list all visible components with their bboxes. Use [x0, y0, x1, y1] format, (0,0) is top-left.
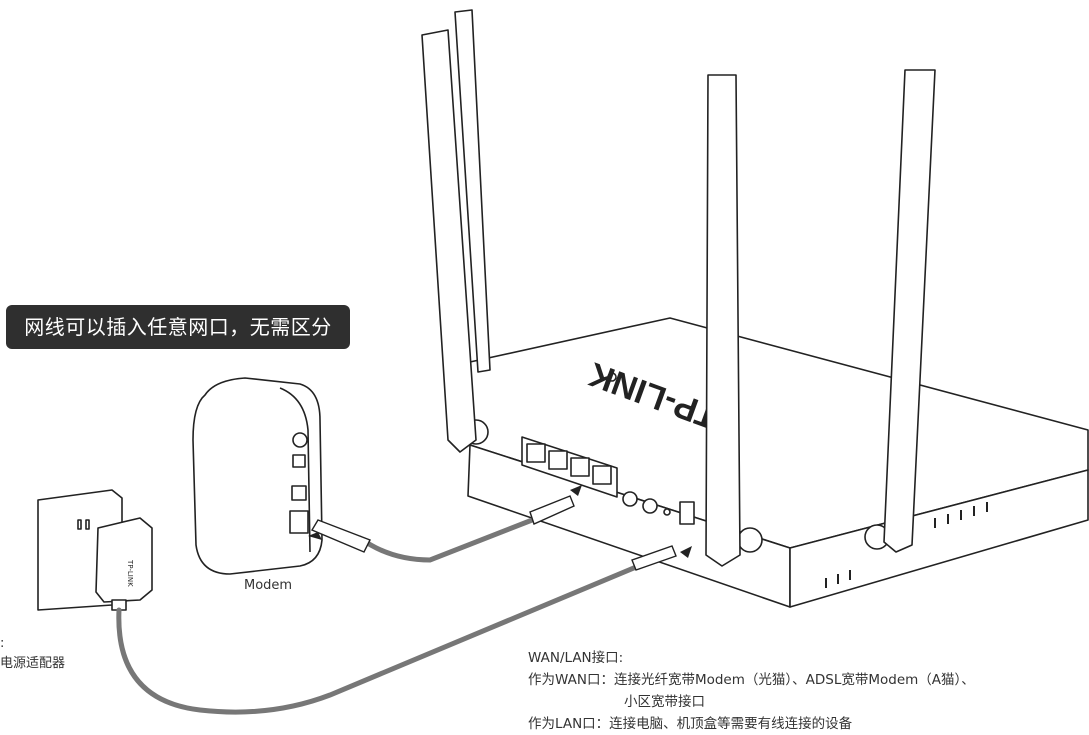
turbo-button	[642, 498, 658, 514]
adapter-note-line2: 电源适配器	[0, 656, 66, 671]
antenna-4	[883, 69, 936, 553]
router-ports	[521, 436, 618, 498]
modem-label: Modem	[244, 578, 293, 593]
wan-usage-line: 作为WAN口：连接光纤宽带Modem（光猫）、ADSL宽带Modem（A猫）、	[528, 672, 975, 688]
wan-lan-info: WAN/LAN接口: 作为WAN口：连接光纤宽带Modem（光猫）、ADSL宽带…	[528, 647, 975, 735]
wan-lan-title: WAN/LAN接口:	[528, 650, 624, 666]
wan-usage-line-cont: 小区宽带接口	[624, 694, 705, 710]
antenna-1	[421, 29, 477, 453]
lan-usage-line: 作为LAN口：连接电脑、机顶盒等需要有线连接的设备	[528, 716, 853, 732]
modem	[192, 377, 323, 575]
svg-text:TP-LINK: TP-LINK	[126, 559, 134, 587]
antenna-2	[454, 9, 491, 373]
power-adapter: TP-LINK	[95, 517, 153, 611]
power-jack	[679, 501, 695, 525]
adapter-note-line1: :	[0, 636, 5, 651]
callout-banner: 网线可以插入任意网口，无需区分	[6, 305, 350, 349]
adapter-note: : 电源适配器	[0, 634, 65, 674]
antenna-3	[705, 74, 741, 567]
reset-hole	[663, 508, 671, 516]
tp-button	[622, 491, 638, 507]
antennas	[421, 9, 936, 567]
router: TP-LINK	[463, 317, 1089, 608]
